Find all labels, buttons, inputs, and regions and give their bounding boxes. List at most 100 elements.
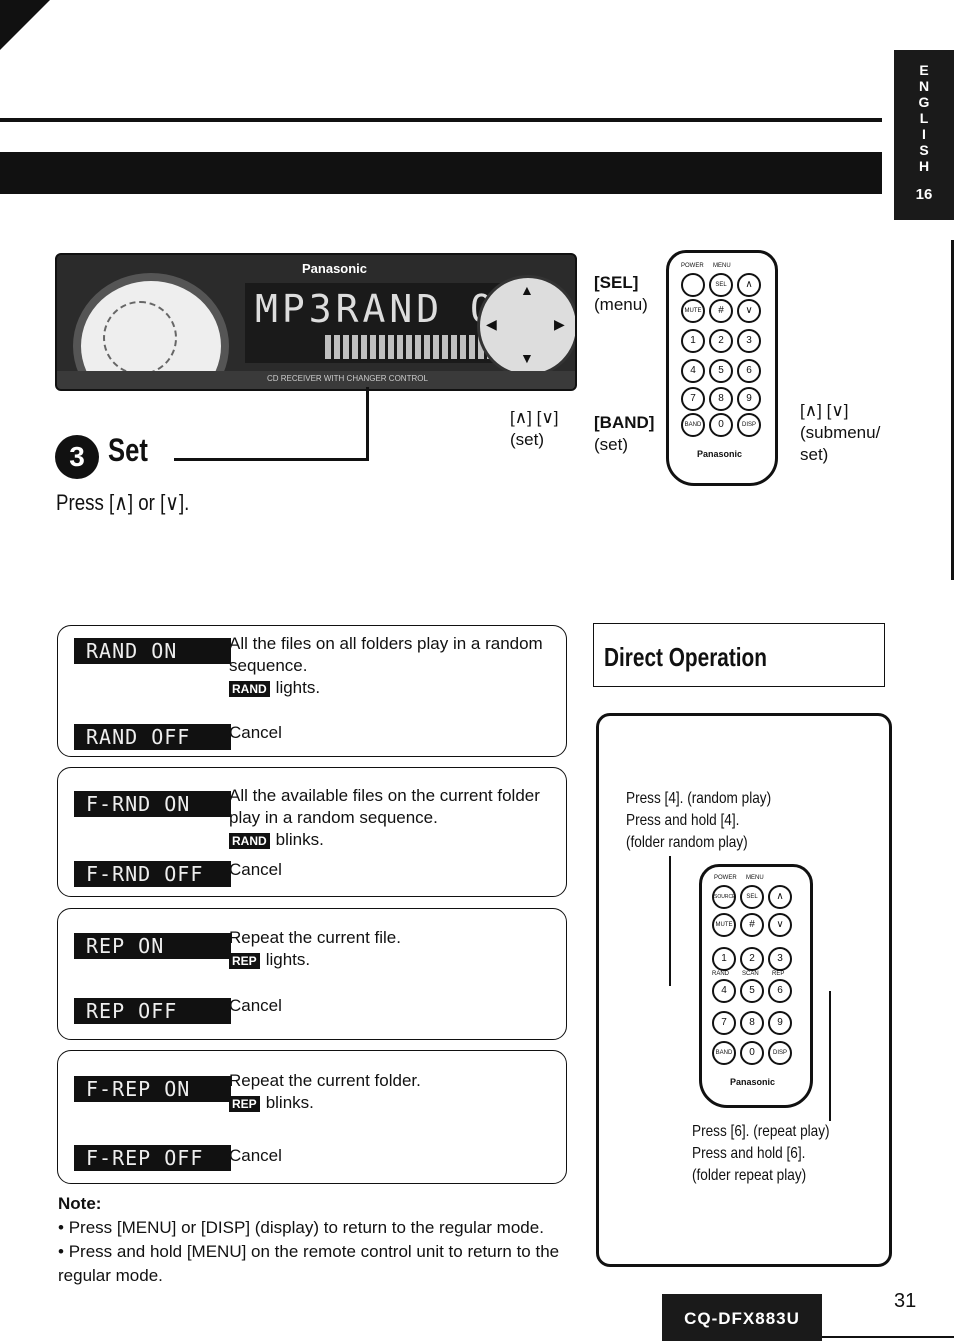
brand-logo: Panasonic bbox=[302, 261, 368, 276]
rand-on-tag: RAND ON bbox=[74, 638, 231, 664]
remote-control-top: POWER MENU SEL ∧ MUTE # ∨ 1 2 3 4 5 6 7 … bbox=[666, 250, 778, 486]
remote-control-bottom: POWER MENU SOURCE SEL ∧ MUTE # ∨ 1 2 3 R… bbox=[699, 864, 813, 1108]
sel-sub-label: (menu) bbox=[594, 295, 648, 314]
rand-indicator-badge: RAND bbox=[229, 680, 270, 697]
sel-callout: [SEL] (menu) bbox=[594, 272, 648, 316]
f-rep-badge-action: blinks. bbox=[265, 1093, 314, 1112]
rand-on-description: All the files on all folders play in a r… bbox=[229, 633, 559, 699]
number-button-2: # bbox=[740, 913, 764, 937]
mode-box-f-rnd: F-RND ON All the available files on the … bbox=[57, 767, 567, 897]
note-item-1-text: Press [MENU] or [DISP] (display) to retu… bbox=[68, 1218, 544, 1237]
remote-brand-logo-2: Panasonic bbox=[730, 1077, 776, 1087]
key-2-b: 2 bbox=[740, 947, 764, 971]
random-line-3: (folder random play) bbox=[626, 834, 748, 851]
key-2: 2 bbox=[709, 329, 733, 353]
f-rnd-indicator-badge: RAND bbox=[229, 832, 270, 849]
repeat-line-1: Press [6]. (repeat play) bbox=[692, 1123, 830, 1140]
power-label-2: POWER bbox=[714, 875, 737, 881]
step-title: Set bbox=[108, 432, 148, 468]
rep-on-tag: REP ON bbox=[74, 933, 231, 959]
footer-rule bbox=[822, 1336, 954, 1338]
key-5: 5 bbox=[709, 359, 733, 383]
control-pad: ▲ ▼ ◀ ▶ bbox=[477, 275, 575, 377]
updown-remote-label: [∧] [∨] bbox=[800, 401, 849, 420]
key-9: 9 bbox=[737, 387, 761, 411]
page-number: 31 bbox=[894, 1290, 917, 1312]
right-arrow-icon: ▶ bbox=[554, 316, 565, 332]
f-rnd-off-tag: F-RND OFF bbox=[74, 861, 231, 887]
random-line-1: Press [4]. (random play) bbox=[626, 790, 772, 807]
key-0-b: 0 bbox=[740, 1041, 764, 1065]
language-label: E N G L I S H bbox=[918, 62, 930, 174]
band-sub-label: (set) bbox=[594, 435, 628, 454]
up-arrow-icon: ▲ bbox=[520, 282, 534, 298]
rand-badge-action: lights. bbox=[275, 678, 321, 697]
rand-off-tag: RAND OFF bbox=[74, 724, 231, 750]
updown-remote-sub1: (submenu/ bbox=[800, 423, 881, 442]
f-rnd-off-description: Cancel bbox=[229, 860, 282, 879]
key-3-b: 3 bbox=[768, 947, 792, 971]
key-6-b: 6 bbox=[768, 979, 792, 1003]
key-3: 3 bbox=[737, 329, 761, 353]
key-4-b: 4 bbox=[712, 979, 736, 1003]
mute-button: MUTE bbox=[681, 299, 705, 323]
mode-box-rand: RAND ON All the files on all folders pla… bbox=[57, 625, 567, 757]
scan-label: SCAN bbox=[742, 971, 759, 977]
sel-button-2: SEL bbox=[740, 885, 764, 909]
section-page-number: 16 bbox=[915, 186, 933, 203]
left-arrow-icon: ◀ bbox=[486, 316, 497, 332]
random-callout-line bbox=[669, 856, 671, 986]
key-9-b: 9 bbox=[768, 1011, 792, 1035]
f-rep-indicator-badge: REP bbox=[229, 1095, 260, 1112]
rand-on-text: All the files on all folders play in a r… bbox=[229, 634, 543, 675]
repeat-line-2: Press and hold [6]. bbox=[692, 1145, 806, 1162]
mute-button-2: MUTE bbox=[712, 913, 736, 937]
header-bar bbox=[0, 152, 882, 194]
disp-button: DISP bbox=[737, 413, 761, 437]
key-0: 0 bbox=[709, 413, 733, 437]
note-item-1: • Press [MENU] or [DISP] (display) to re… bbox=[58, 1218, 544, 1237]
note-item-2: • Press and hold [MENU] on the remote co… bbox=[58, 1242, 560, 1285]
down-button-icon: ∨ bbox=[737, 299, 761, 323]
f-rnd-on-tag: F-RND ON bbox=[74, 791, 231, 817]
side-rule bbox=[951, 240, 954, 580]
note-item-2-text: Press and hold [MENU] on the remote cont… bbox=[58, 1242, 560, 1285]
updown-sub-label: (set) bbox=[510, 430, 544, 449]
key-4: 4 bbox=[681, 359, 705, 383]
repeat-line-3: (folder repeat play) bbox=[692, 1167, 807, 1184]
direct-operation-box: Press [4]. (random play) Press and hold … bbox=[596, 713, 892, 1267]
step-number-badge: 3 bbox=[55, 435, 99, 479]
language-tab: E N G L I S H 16 bbox=[894, 50, 954, 220]
model-strip-text: CD RECEIVER WITH CHANGER CONTROL bbox=[267, 374, 428, 383]
display-text: MP3RAND ON bbox=[255, 287, 524, 331]
f-rnd-on-text: All the available files on the current f… bbox=[229, 786, 540, 827]
rep-indicator-badge: REP bbox=[229, 952, 260, 969]
random-line-2: Press and hold [4]. bbox=[626, 812, 740, 829]
menu-label: MENU bbox=[713, 263, 731, 269]
rep-off-tag: REP OFF bbox=[74, 998, 231, 1024]
up-button-icon-2: ∧ bbox=[768, 885, 792, 909]
rep-on-text: Repeat the current file. bbox=[229, 928, 401, 947]
unit-bottom-strip: CD RECEIVER WITH CHANGER CONTROL bbox=[57, 371, 575, 389]
updown-remote-sub2: set) bbox=[800, 445, 829, 464]
key-7: 7 bbox=[681, 387, 705, 411]
f-rep-on-tag: F-REP ON bbox=[74, 1076, 231, 1102]
down-button-icon-2: ∨ bbox=[768, 913, 792, 937]
remote-brand-logo: Panasonic bbox=[697, 449, 743, 459]
key-7-b: 7 bbox=[712, 1011, 736, 1035]
rand-off-description: Cancel bbox=[229, 723, 282, 742]
top-rule bbox=[0, 118, 882, 122]
key-1-b: 1 bbox=[712, 947, 736, 971]
updown-buttons-label: [∧] [∨] bbox=[510, 408, 559, 427]
band-label: [BAND] bbox=[594, 413, 655, 432]
updown-callout: [∧] [∨] (submenu/ set) bbox=[800, 400, 880, 466]
repeat-callout-line bbox=[829, 991, 831, 1121]
down-arrow-icon: ▼ bbox=[520, 350, 534, 366]
band-button-2: BAND bbox=[712, 1041, 736, 1065]
band-callout: [BAND] (set) bbox=[594, 412, 654, 456]
rep-badge-action: lights. bbox=[265, 950, 311, 969]
menu-label-2: MENU bbox=[746, 875, 764, 881]
power-label: POWER bbox=[681, 263, 704, 269]
